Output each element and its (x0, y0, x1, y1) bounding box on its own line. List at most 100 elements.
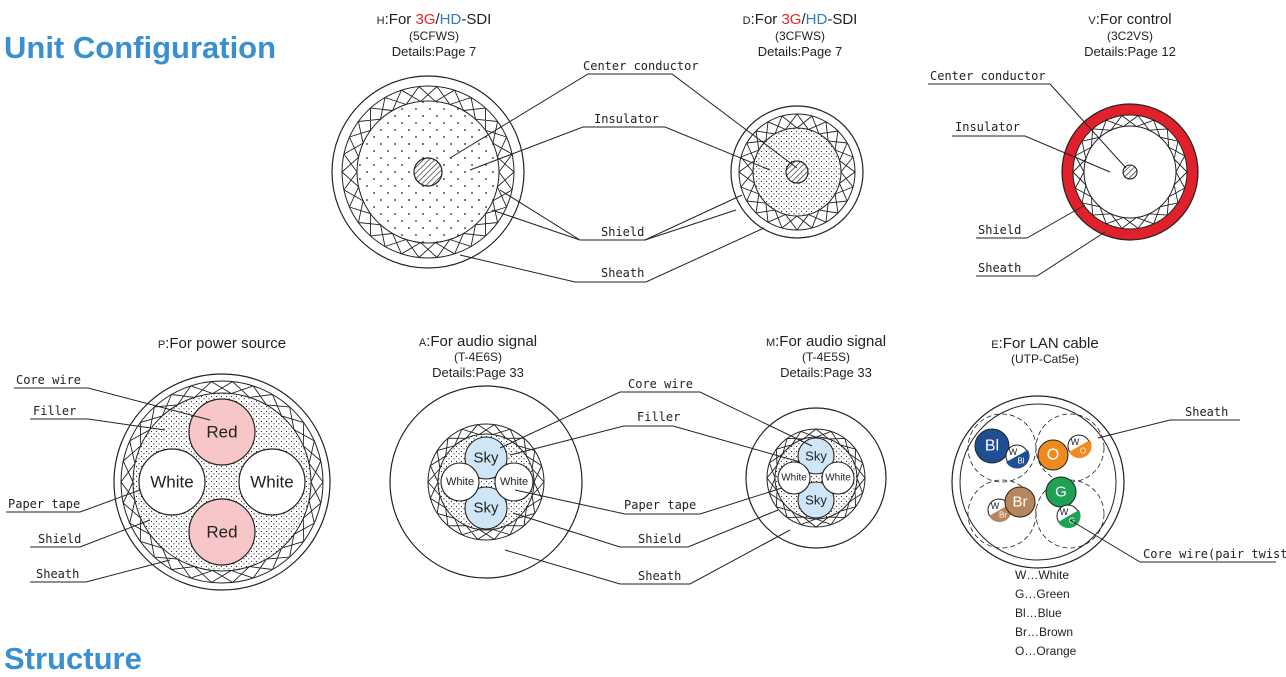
shield-braid-lines (738, 113, 856, 231)
shield-braid-lines (341, 86, 515, 258)
hd-leader-lines (449, 73, 798, 283)
p-wire-white-right: White (250, 473, 293, 492)
e-label-sheath: Sheath (1185, 405, 1228, 419)
m-wire-white-right: White (825, 473, 851, 484)
m-wire-sky-bottom: Sky (805, 493, 827, 508)
unit-a-model: (T-4E6S) (454, 350, 502, 364)
unit-p-caption: P:For power source (158, 335, 286, 352)
legend-blue: Bl…Blue (1015, 606, 1062, 620)
cable-h-cross-section (331, 75, 525, 269)
e-wire-o-small: O (1080, 447, 1086, 456)
p-wire-red-top: Red (206, 423, 237, 442)
cable-p-cross-section (113, 373, 331, 591)
am-label-shield: Shield (638, 532, 681, 546)
unit-v-details: Details:Page 12 (1084, 44, 1176, 59)
legend-brown: Br…Brown (1015, 625, 1073, 639)
core-red-top (188, 398, 256, 466)
unit-d-details: Details:Page 7 (758, 44, 843, 59)
unit-m-caption: M:For audio signal (T-4E5S) Details:Page… (766, 333, 886, 380)
e-wire-br-small: Br (999, 511, 1007, 520)
cable-structure-diagrams: H:For 3G/HD-SDI (5CFWS) Details:Page 7 D… (6, 11, 1286, 658)
e-wire-o: O (1047, 447, 1059, 464)
v-label-center-conductor: Center conductor (930, 69, 1046, 83)
unit-v-caption: V:For control (3C2VS) Details:Page 12 (1084, 11, 1176, 59)
core-red-bottom (188, 498, 256, 566)
e-wire-bl: Bl (985, 438, 999, 455)
unit-v-title: V:For control (1088, 11, 1171, 28)
hd-label-insulator: Insulator (594, 112, 659, 126)
e-wire-bl-small: Bl (1017, 457, 1024, 466)
e-wire-w-g: W (1060, 507, 1069, 517)
unit-h-caption: H:For 3G/HD-SDI (5CFWS) Details:Page 7 (377, 11, 492, 59)
unit-a-caption: A:For audio signal (T-4E6S) Details:Page… (419, 333, 537, 380)
e-wire-g: G (1055, 484, 1067, 501)
cable-m-cross-section (745, 407, 887, 549)
unit-d-title: D:For 3G/HD-SDI (743, 11, 858, 28)
unit-m-details: Details:Page 33 (780, 365, 872, 380)
p-wire-white-left: White (150, 473, 193, 492)
p-label-filler: Filler (33, 404, 76, 418)
cable-a-cross-section (389, 385, 583, 579)
lan-color-legend: W…White G…Green Bl…Blue Br…Brown O…Orang… (1015, 568, 1077, 658)
p-leader-lines (6, 387, 211, 583)
core-white-left (138, 448, 206, 516)
core-white-right (238, 448, 306, 516)
unit-d-caption: D:For 3G/HD-SDI (3CFWS) Details:Page 7 (743, 11, 858, 59)
e-label-core-wire-pair: Core wire(pair twisted) (1143, 547, 1286, 561)
legend-orange: O…Orange (1015, 644, 1077, 658)
unit-e-caption: E:For LAN cable (UTP-Cat5e) (991, 335, 1098, 366)
am-label-paper-tape: Paper tape (624, 498, 696, 512)
cable-e-cross-section (951, 395, 1125, 569)
p-label-shield: Shield (38, 532, 81, 546)
unit-a-title: A:For audio signal (419, 333, 537, 350)
unit-e-title: E:For LAN cable (991, 335, 1098, 352)
legend-white: W…White (1015, 568, 1069, 582)
e-wire-w-bl: W (1009, 447, 1018, 457)
unit-a-details: Details:Page 33 (432, 365, 524, 380)
am-label-core-wire: Core wire (628, 377, 693, 391)
hd-label-shield: Shield (601, 225, 644, 239)
shield-braid-lines (1072, 115, 1188, 229)
am-leader-lines (499, 391, 813, 585)
legend-green: G…Green (1015, 587, 1070, 601)
unit-v-model: (3C2VS) (1107, 29, 1153, 43)
cable-v-cross-section (1061, 103, 1199, 241)
unit-h-title: H:For 3G/HD-SDI (377, 11, 492, 28)
e-wire-w-o: W (1071, 437, 1080, 447)
a-wire-white-right: White (500, 476, 528, 488)
a-wire-sky-top: Sky (473, 450, 499, 467)
p-wire-red-bottom: Red (206, 523, 237, 542)
braided-shield (1072, 115, 1188, 229)
unit-p-title: P:For power source (158, 335, 286, 352)
v-label-insulator: Insulator (955, 120, 1020, 134)
p-label-sheath: Sheath (36, 567, 79, 581)
p-label-core-wire: Core wire (16, 373, 81, 387)
braided-shield (120, 381, 324, 583)
am-label-filler: Filler (637, 410, 680, 424)
unit-h-model: (5CFWS) (409, 29, 459, 43)
am-label-sheath: Sheath (638, 569, 681, 583)
hd-label-center-conductor: Center conductor (583, 59, 699, 73)
unit-h-mark: H (377, 15, 385, 27)
e-wire-br: Br (1013, 494, 1028, 511)
m-wire-white-left: White (781, 473, 807, 484)
a-wire-sky-bottom: Sky (473, 500, 499, 517)
e-leader-lines (1069, 419, 1276, 563)
unit-m-title: M:For audio signal (766, 333, 886, 350)
unit-configuration-heading: Unit Configuration (4, 30, 277, 65)
p-label-paper-tape: Paper tape (8, 497, 80, 511)
shield-braid-lines (120, 381, 324, 583)
a-wire-white-left: White (446, 476, 474, 488)
unit-h-details: Details:Page 7 (392, 44, 477, 59)
braided-shield (341, 86, 515, 258)
hd-label-sheath: Sheath (601, 266, 644, 280)
v-leader-lines (928, 83, 1127, 277)
cable-d-cross-section (730, 105, 864, 239)
unit-d-model: (3CFWS) (775, 29, 825, 43)
unit-m-model: (T-4E5S) (802, 350, 850, 364)
v-label-shield: Shield (978, 223, 1021, 237)
braided-shield (738, 113, 856, 231)
unit-e-model: (UTP-Cat5e) (1011, 352, 1079, 366)
v-label-sheath: Sheath (978, 261, 1021, 275)
m-wire-sky-top: Sky (805, 449, 827, 464)
